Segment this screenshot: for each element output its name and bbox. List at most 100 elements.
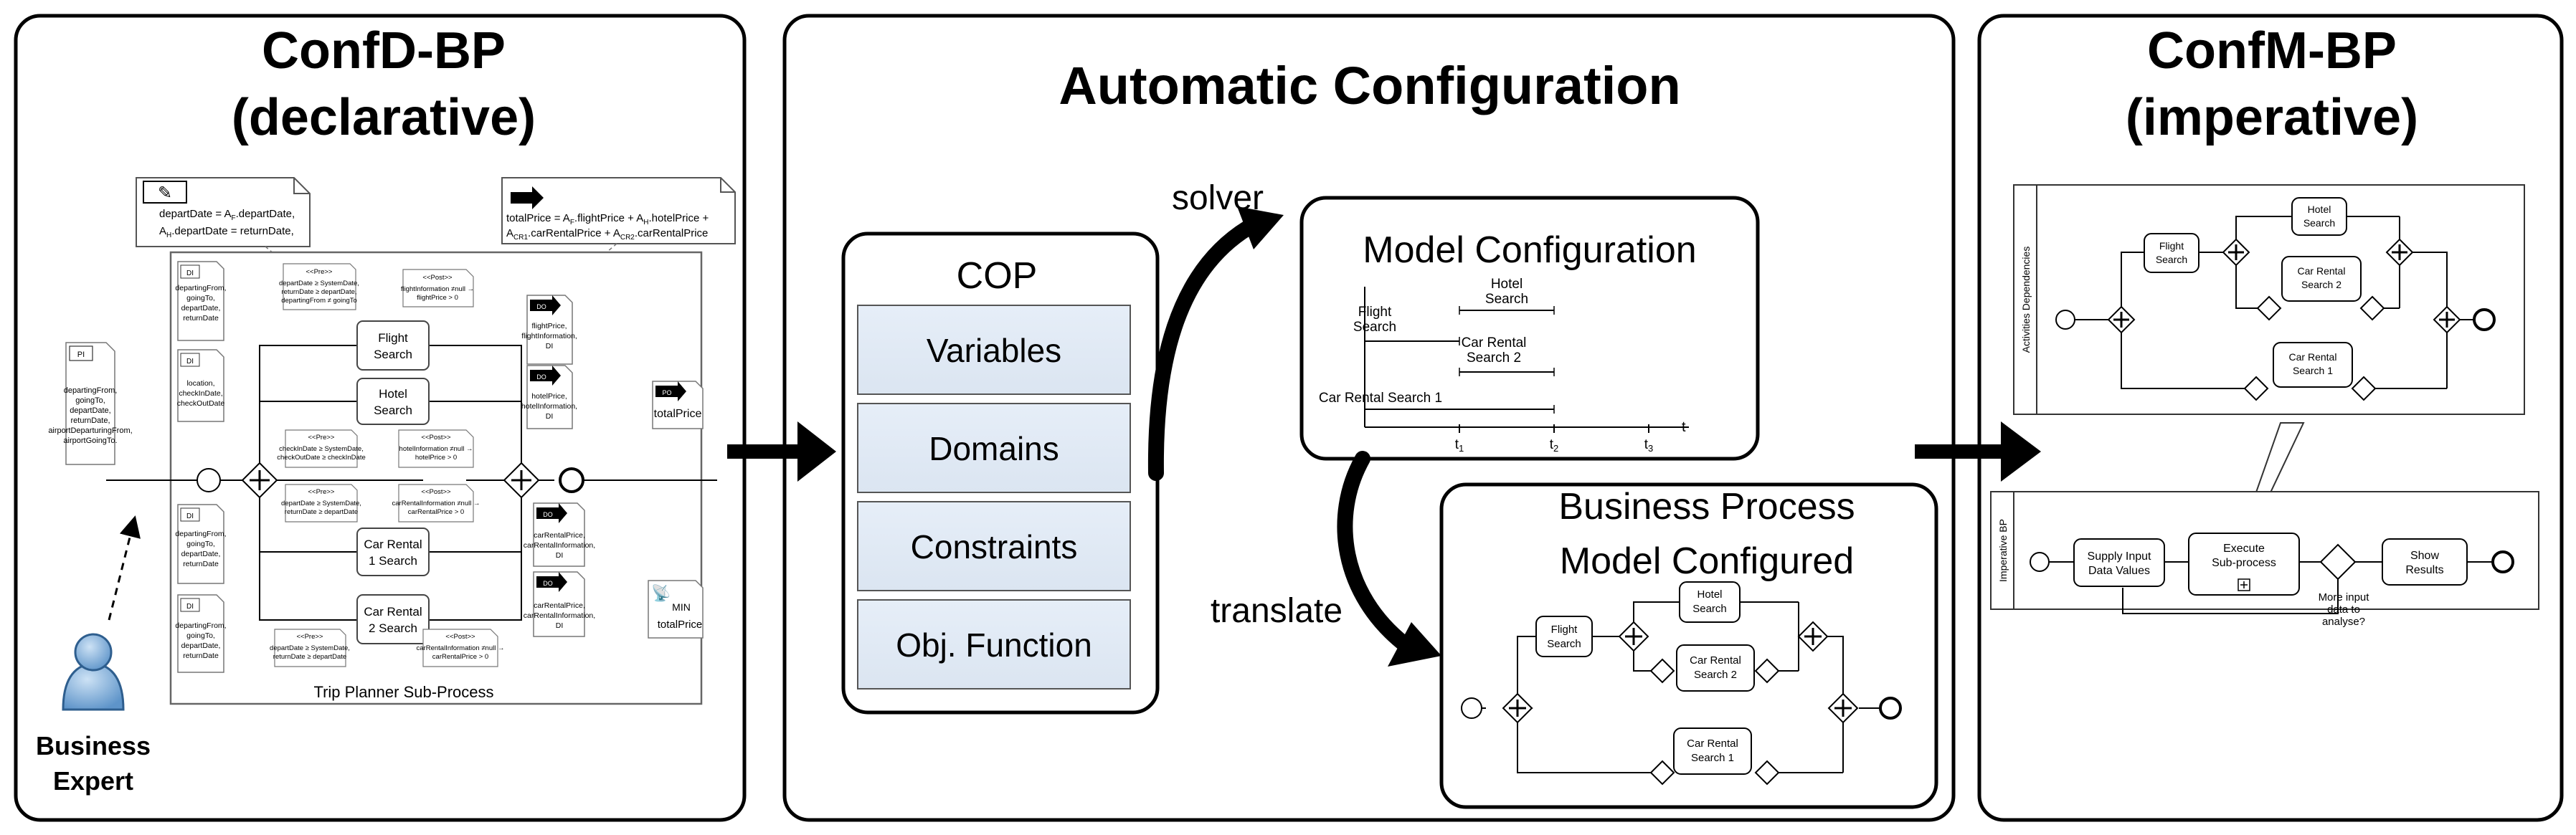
right-panel [1977, 14, 2564, 822]
bp-wait-diamond-1 [1649, 658, 1675, 684]
cop-item-constraints [857, 501, 1131, 591]
note-depart-constraints: ✎ departDate = AF.departDate, AH.departD… [136, 177, 311, 247]
svg-text:returnDate: returnDate [183, 314, 219, 323]
svg-text:DO: DO [543, 580, 553, 587]
task-execute-subprocess: Execute Sub-process [2188, 533, 2300, 596]
svg-text:2 Search: 2 Search [369, 621, 417, 635]
bottom-start-event [2030, 552, 2050, 572]
parallel-split-gateway [241, 462, 278, 499]
svg-text:Car Rental: Car Rental [1687, 738, 1738, 750]
svg-text:Supply Input: Supply Input [2088, 550, 2152, 563]
svg-text:totalPrice: totalPrice [658, 619, 703, 631]
top-wait-diamond-2 [2359, 295, 2385, 321]
post-hotel-note: <<Post>> hotelInformation ≠null → hotelP… [398, 429, 474, 468]
start-event [196, 468, 221, 492]
svg-text:PO: PO [662, 389, 671, 396]
svg-text:flightPrice > 0: flightPrice > 0 [417, 294, 458, 302]
svg-text:flightInformation ≠null →: flightInformation ≠null → [401, 285, 474, 293]
top-start-event [2055, 310, 2075, 330]
svg-text:hotelPrice,: hotelPrice, [531, 392, 567, 401]
svg-text:carRentalPrice,: carRentalPrice, [534, 531, 585, 540]
bp-gateway-3 [1797, 621, 1829, 652]
left-panel [14, 14, 747, 822]
top-gateway-2 [2222, 238, 2250, 267]
svg-text:checkInDate ≥ SystemDate,: checkInDate ≥ SystemDate, [279, 445, 364, 453]
bp-split-gateway [1502, 692, 1533, 724]
question-line1: More input [2319, 591, 2370, 603]
left-title-line1: ConfD-BP [262, 22, 506, 80]
svg-text:returnDate ≥ departDate: returnDate ≥ departDate [273, 653, 346, 661]
top-end-event [2473, 308, 2496, 331]
svg-text:departDate ≥ SystemDate,: departDate ≥ SystemDate, [270, 644, 350, 652]
svg-text:departingFrom,: departingFrom, [175, 284, 226, 292]
bp-end-event [1879, 697, 1902, 720]
svg-text:goingTo,: goingTo, [186, 294, 215, 302]
svg-text:<<Post>>: <<Post>> [445, 633, 475, 641]
svg-text:AH.departDate = returnDate,: AH.departDate = returnDate, [159, 225, 294, 239]
actor-dashed-link [108, 515, 141, 621]
top-split-gateway [2107, 305, 2136, 334]
svg-text:<<Post>>: <<Post>> [421, 434, 451, 442]
svg-text:Car Rental: Car Rental [364, 538, 422, 551]
cop-items: Variables Domains Constraints Obj. Funct… [857, 305, 1131, 690]
right-title-line1: ConfM-BP [2147, 22, 2397, 80]
min-total-price-output: 📡 MIN totalPrice [648, 580, 704, 639]
svg-text:returnDate ≥ departDate: returnDate ≥ departDate [285, 508, 358, 516]
svg-text:departingFrom ≠ goingTo: departingFrom ≠ goingTo [281, 297, 357, 305]
do-car1-document: DO carRentalPrice, carRentalInformation,… [524, 502, 595, 567]
cop-item-domains [857, 403, 1131, 493]
bp-wait-diamond-3 [1649, 760, 1675, 786]
svg-text:Search 1: Search 1 [1691, 752, 1734, 764]
pencil-icon [511, 186, 544, 209]
svg-text:Car Rental: Car Rental [2298, 265, 2346, 277]
svg-text:DI: DI [186, 358, 194, 366]
timeline-bar-label: Hotel [1491, 277, 1523, 292]
bp-wait-diamond-2 [1754, 658, 1780, 684]
svg-text:DO: DO [543, 511, 553, 518]
arrow-left-to-middle [727, 421, 836, 482]
cop-item-objective-function [857, 599, 1131, 690]
svg-text:departingFrom,: departingFrom, [175, 621, 226, 630]
actor-label-line1: Business [36, 731, 151, 760]
timeline-bar-label: Car Rental [1462, 335, 1527, 350]
svg-text:Hotel: Hotel [379, 387, 407, 401]
svg-text:Car Rental: Car Rental [1690, 654, 1741, 667]
top-lane-flows [2074, 216, 2474, 389]
di-hotel-document: DI location, checkInDate, checkOutDate [177, 349, 224, 422]
condition-notes: <<Pre>> departDate ≥ SystemDate, returnD… [270, 263, 504, 667]
svg-text:hotelInformation,: hotelInformation, [521, 402, 577, 411]
svg-text:returnDate,: returnDate, [70, 416, 110, 425]
svg-text:flightPrice,: flightPrice, [531, 322, 567, 330]
timeline-bar-label: Search [1353, 320, 1396, 335]
question-line3: analyse? [2322, 616, 2365, 628]
bp-wait-diamond-4 [1754, 760, 1780, 786]
top-task-flight: Flight Search [2144, 233, 2199, 273]
post-flight-note: <<Post>> flightInformation ≠null → fligh… [401, 269, 474, 307]
pencil-icon: ✎ [158, 183, 172, 203]
top-task-car1: Car Rental Search 1 [2273, 342, 2353, 388]
middle-panel [782, 14, 1956, 822]
timeline-bar-label: Flight [1358, 305, 1392, 320]
timeline-axis-label: t [1682, 419, 1686, 435]
svg-text:<<Pre>>: <<Pre>> [297, 633, 323, 641]
task-car-rental-2: Car Rental 2 Search [356, 594, 430, 644]
top-wait-diamond-4 [2351, 376, 2377, 401]
svg-text:checkInDate,: checkInDate, [179, 389, 222, 398]
svg-text:Results: Results [2405, 564, 2443, 576]
timeline-tick-label: t2 [1550, 437, 1559, 454]
svg-text:hotelPrice > 0: hotelPrice > 0 [415, 454, 457, 462]
svg-text:location,: location, [186, 379, 214, 388]
svg-text:departDate,: departDate, [181, 641, 221, 650]
svg-text:carRentalPrice,: carRentalPrice, [534, 601, 585, 610]
timeline-bar-label: Car Rental Search 1 [1319, 391, 1442, 406]
svg-text:Search: Search [2303, 217, 2335, 229]
svg-text:1 Search: 1 Search [369, 554, 417, 568]
actor-label-line2: Expert [53, 766, 133, 796]
do-car2-document: DO carRentalPrice, carRentalInformation,… [524, 571, 595, 637]
task-hotel-search: Hotel Search [356, 378, 430, 425]
lane-bottom-label: Imperative BP [1997, 519, 2009, 582]
model-configuration-title: Model Configuration [1363, 229, 1696, 271]
top-wait-diamond-3 [2243, 376, 2269, 401]
